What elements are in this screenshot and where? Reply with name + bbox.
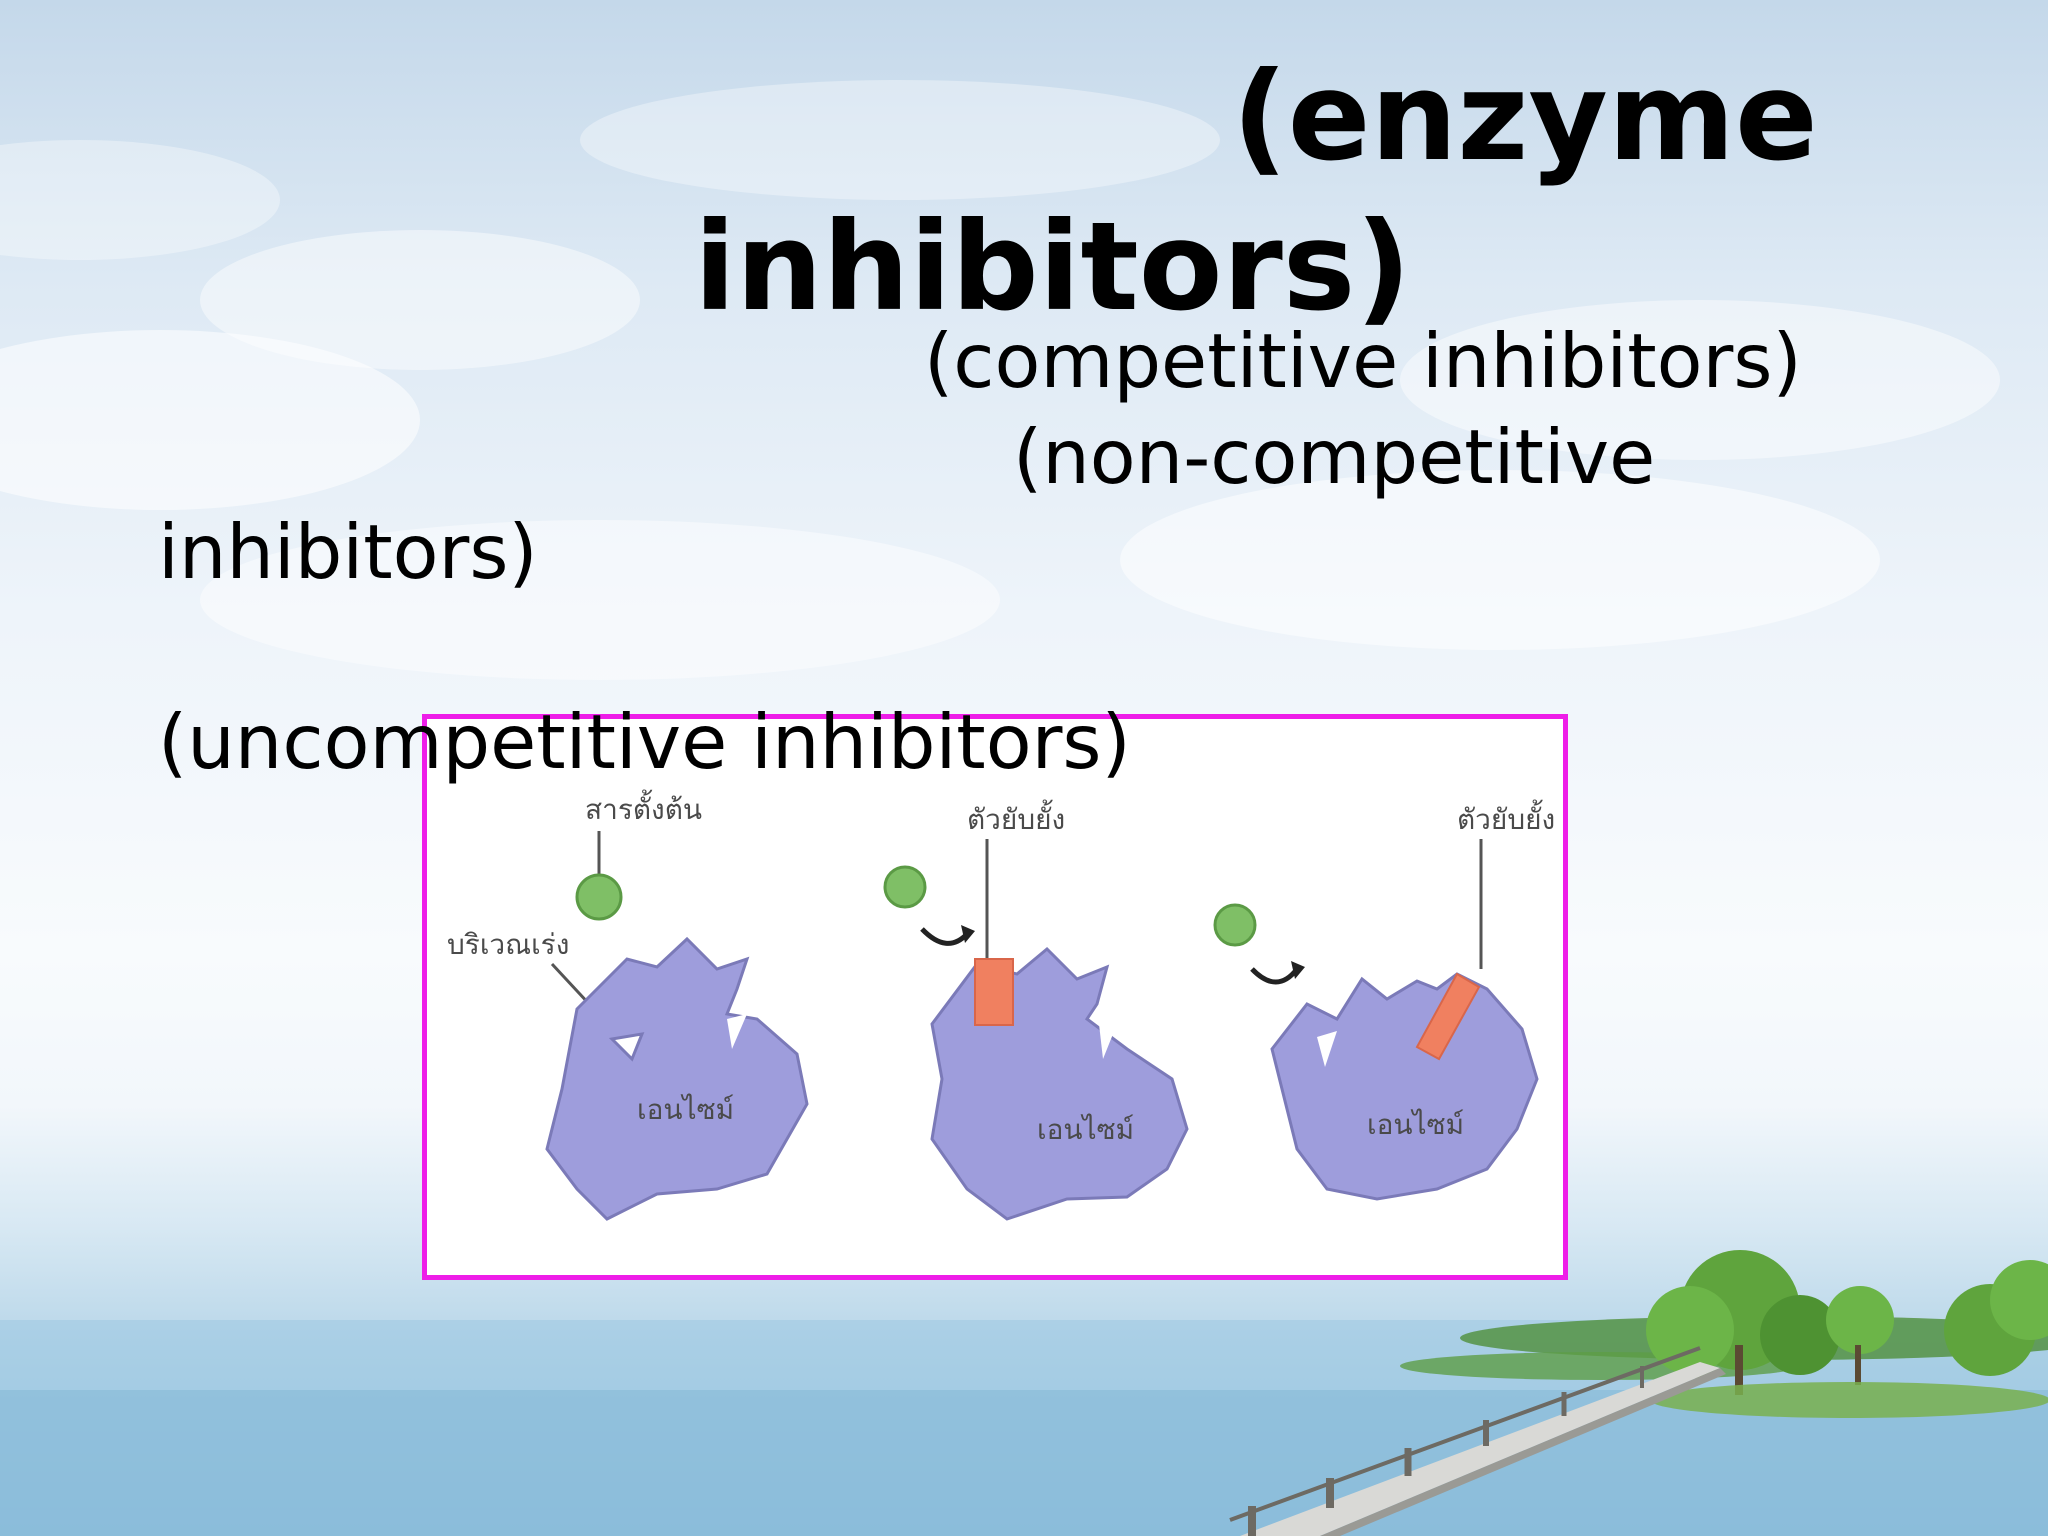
boardwalk <box>1229 1346 1726 1536</box>
enzyme-label: เอนไซม์ <box>1037 1113 1134 1146</box>
enzyme-shape <box>930 946 1189 1221</box>
slide-title-line-2: inhibitors) <box>694 196 1412 338</box>
competitive-inhibitors-text: (competitive inhibitors) <box>924 317 1802 405</box>
noncompetitive-inhibitor-molecule <box>1415 972 1481 1061</box>
enzyme-inhibition-diagram: สารตั้งต้น บริเวณเร่ง เอนไซม์ ตัวยับยั้ง <box>422 714 1568 1280</box>
lake-scenery <box>0 1250 2048 1536</box>
enzyme-shape <box>545 936 809 1221</box>
cloud-background <box>0 80 2000 680</box>
enzyme-shape <box>1270 972 1539 1201</box>
enzyme-label: เอนไซม์ <box>1367 1108 1464 1141</box>
noncompetitive-inhibition-panel: ตัวยับยั้ง เอนไซม์ <box>1213 799 1555 1201</box>
uncompetitive-inhibitors-text: (uncompetitive inhibitors) <box>158 698 1131 786</box>
competitive-inhibitor-molecule <box>974 958 1014 1026</box>
substrate-label: สารตั้งต้น <box>585 789 702 826</box>
substrate-molecule <box>575 873 623 921</box>
slide-title-line-1: (enzyme <box>1232 46 1818 188</box>
competitive-inhibition-panel: ตัวยับยั้ง เอนไซม์ <box>883 799 1189 1221</box>
active-site-label: บริเวณเร่ง <box>447 928 569 961</box>
non-competitive-inhibitors-text-continued: inhibitors) <box>158 508 538 596</box>
substrate-molecule <box>1213 903 1257 947</box>
substrate-molecule <box>883 865 927 909</box>
tree-cluster <box>1646 1250 2048 1395</box>
enzyme-label: เอนไซม์ <box>637 1093 734 1126</box>
normal-enzyme-panel: สารตั้งต้น บริเวณเร่ง เอนไซม์ <box>447 789 809 1221</box>
inhibitor-label: ตัวยับยั้ง <box>1457 799 1555 836</box>
inhibitor-label: ตัวยับยั้ง <box>967 799 1065 836</box>
non-competitive-inhibitors-text: (non-competitive <box>1013 413 1656 501</box>
